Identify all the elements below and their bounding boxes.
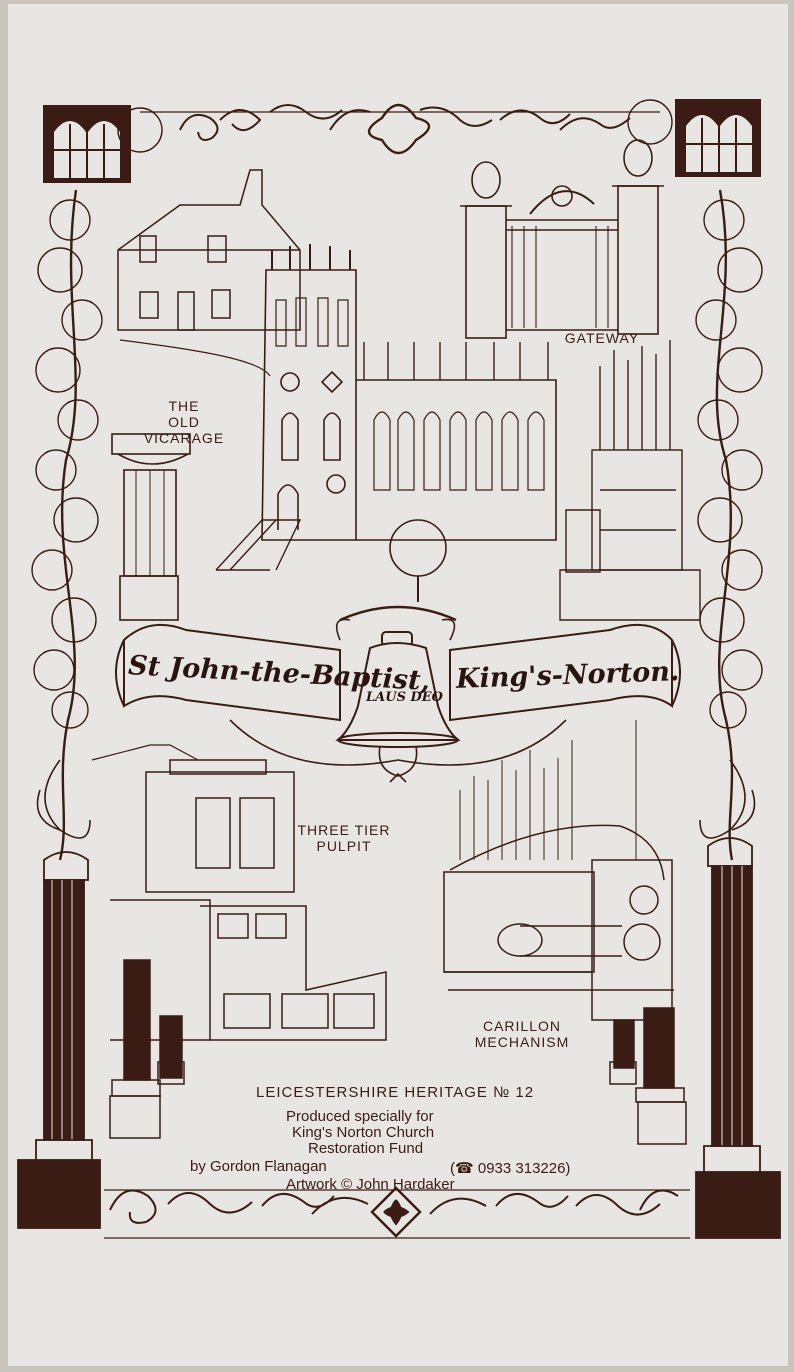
top-scroll-border <box>140 103 660 155</box>
old-vicarage-drawing <box>117 169 301 377</box>
gateway-drawing <box>460 139 664 339</box>
bottom-scroll-border <box>104 1186 690 1239</box>
artwork-credit: Artwork © John Hardaker <box>286 1176 455 1193</box>
right-column <box>695 837 781 1239</box>
author-credit: by Gordon Flanagan <box>190 1158 327 1175</box>
bell-drawing <box>229 605 567 783</box>
church-drawing <box>215 244 557 602</box>
series-title: LEICESTERSHIRE HERITAGE № 12 <box>256 1084 535 1101</box>
old-vicarage-label: THE OLD VICARAGE <box>132 398 236 446</box>
gothic-window-top-right <box>675 99 761 177</box>
bell-motto: LAUS DEO <box>366 690 443 705</box>
left-column <box>17 851 101 1229</box>
left-floral-vine <box>31 107 163 861</box>
right-floral-vine <box>627 99 763 861</box>
produced-line3: Restoration Fund <box>308 1140 424 1157</box>
three-tier-pulpit-drawing <box>91 744 387 1139</box>
produced-line1: Produced specially for <box>286 1108 434 1125</box>
phone-number: (☎ 0933 313226) <box>450 1160 571 1177</box>
carillon-mechanism-drawing <box>443 720 687 1145</box>
pulpit-label-line2: PULPIT <box>316 838 372 854</box>
gateway-label: GATEWAY <box>564 330 640 346</box>
pulpit-label: THREE TIER PULPIT <box>292 822 396 854</box>
organ-drawing <box>559 340 701 621</box>
produced-line2: King's Norton Church <box>292 1124 435 1141</box>
old-vicarage-label-line1: THE <box>168 398 200 414</box>
pulpit-label-line1: THREE TIER <box>297 822 391 838</box>
carillon-label-line2: MECHANISM <box>474 1034 570 1050</box>
old-vicarage-label-line2: OLD VICARAGE <box>143 414 225 446</box>
gothic-window-top-left <box>43 105 131 183</box>
carillon-label: CARILLON MECHANISM <box>464 1018 580 1050</box>
stone-pillar-drawing <box>111 433 191 621</box>
title-banner <box>115 618 681 722</box>
carillon-label-line1: CARILLON <box>482 1018 562 1034</box>
